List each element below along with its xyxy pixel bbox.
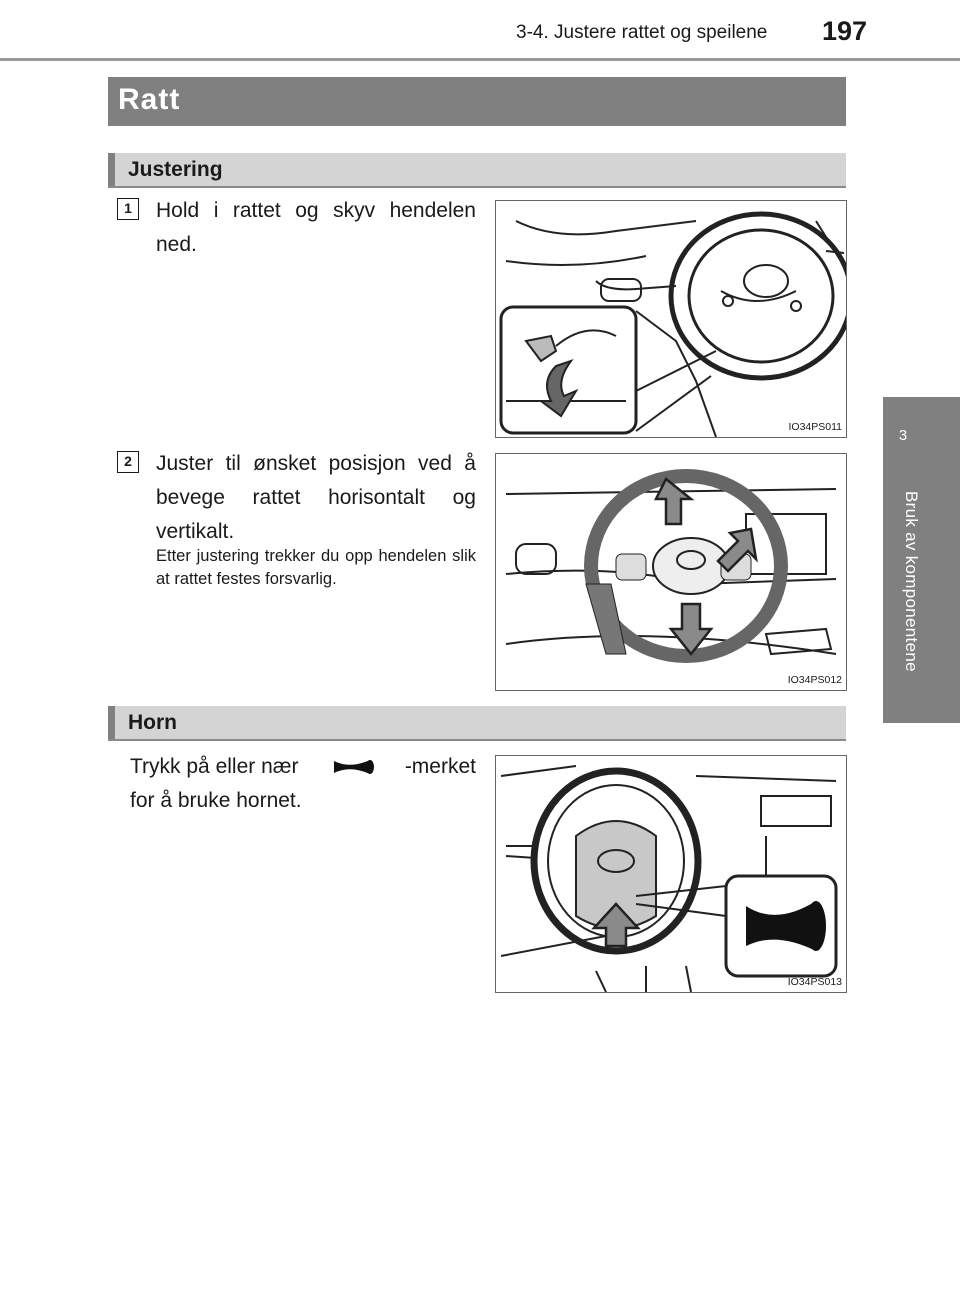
figure-steering-lever: IO34PS011 bbox=[495, 200, 847, 438]
steering-lever-illustration bbox=[499, 211, 846, 437]
figure-code: IO34PS012 bbox=[787, 674, 842, 686]
step-2-note: Etter justering trekker du opp hendelen … bbox=[156, 547, 476, 588]
page-title: Ratt bbox=[108, 77, 846, 126]
steering-adjust-illustration bbox=[505, 469, 837, 663]
page-number: 197 bbox=[822, 16, 868, 46]
figure-code: IO34PS011 bbox=[788, 421, 842, 433]
chapter-side-tab: 3 Bruk av komponentene bbox=[883, 397, 960, 723]
heading-accent bbox=[108, 706, 115, 739]
section-heading-adjustment: Justering bbox=[108, 153, 846, 188]
figure-code: IO34PS013 bbox=[787, 976, 842, 988]
section-heading-label: Horn bbox=[128, 711, 177, 734]
horn-text-after: -merket bbox=[404, 755, 476, 778]
section-heading-label: Justering bbox=[128, 158, 223, 181]
chapter-number: 3 bbox=[898, 427, 908, 444]
running-header-section: 3-4. Justere rattet og speilene bbox=[516, 22, 768, 43]
header-divider bbox=[0, 58, 960, 61]
heading-accent bbox=[108, 153, 115, 186]
step-number-2: 2 bbox=[117, 451, 139, 473]
chapter-title: Bruk av komponentene bbox=[902, 491, 921, 672]
horn-text-line2: for å bruke hornet. bbox=[130, 789, 302, 812]
horn-instruction: Trykk på eller nær -merket for å bruke h… bbox=[130, 750, 476, 818]
step-1-text: Hold i rattet og skyv hendelen ned. bbox=[156, 199, 476, 256]
figure-horn: IO34PS013 bbox=[495, 755, 847, 993]
section-heading-horn: Horn bbox=[108, 706, 846, 741]
step-2-text: Juster til ønsket posisjon ved å bevege … bbox=[156, 452, 476, 543]
step-number-1: 1 bbox=[117, 198, 139, 220]
horn-icon bbox=[333, 760, 374, 774]
figure-steering-adjust: IO34PS012 bbox=[495, 453, 847, 691]
horn-instruction-line-1: Trykk på eller nær -merket bbox=[130, 750, 476, 784]
horn-illustration bbox=[500, 765, 838, 992]
horn-text-before: Trykk på eller nær bbox=[130, 755, 299, 778]
